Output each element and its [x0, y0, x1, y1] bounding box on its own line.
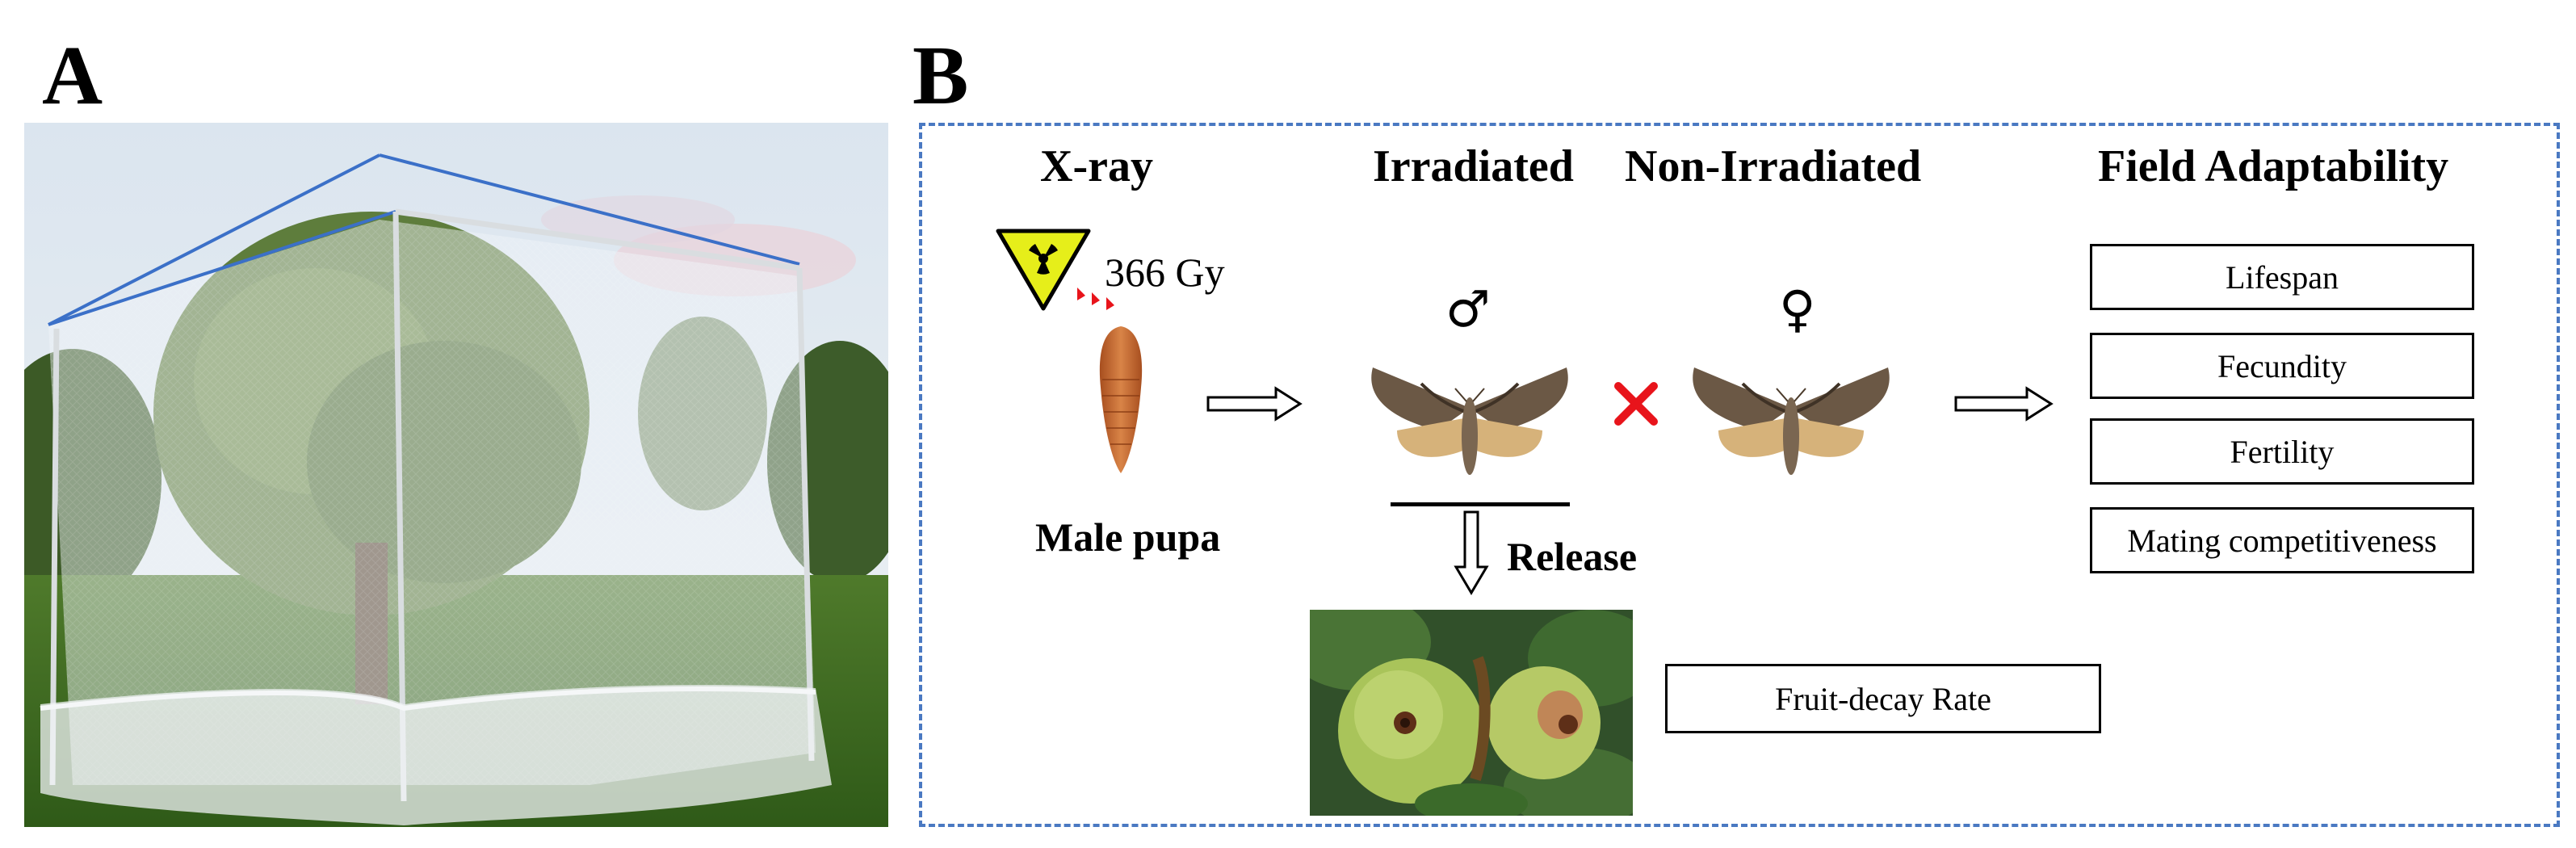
dose-label: 366 Gy [1105, 250, 1225, 295]
arrow-icon [1206, 386, 1303, 426]
cross-icon [1613, 381, 1659, 430]
female-symbol: ♀ [1779, 279, 1816, 338]
radiation-rays-icon [1074, 284, 1131, 321]
moth-icon [1365, 359, 1575, 493]
arrow-down-icon [1454, 510, 1489, 600]
trait-box-fecundity: Fecundity [2090, 333, 2474, 399]
panel-b-frame [919, 123, 2560, 827]
apple-photo [1286, 594, 1657, 828]
trait-box-lifespan: Lifespan [2090, 244, 2474, 310]
xray-header: X-ray [1040, 141, 1153, 191]
release-label: Release [1507, 534, 1638, 579]
non-irradiated-header: Non-Irradiated [1625, 141, 1922, 191]
male-pupa-label: Male pupa [1035, 514, 1221, 560]
orchard-cage-photo [24, 123, 888, 827]
arrow-icon [1954, 386, 2054, 426]
release-divider [1391, 502, 1570, 506]
moth-icon [1686, 359, 1896, 493]
panel-b-letter: B [913, 29, 969, 122]
field-adaptability-header: Field Adaptability [2098, 141, 2449, 191]
fruit-decay-rate-box: Fruit-decay Rate [1665, 664, 2101, 733]
irradiated-header: Irradiated [1373, 141, 1574, 191]
male-symbol: ♂ [1445, 279, 1491, 338]
radiation-icon [995, 228, 1092, 316]
panel-a-letter: A [42, 29, 103, 122]
trait-box-mating-competitiveness: Mating competitiveness [2090, 507, 2474, 573]
pupa-icon [1093, 323, 1149, 481]
trait-box-fertility: Fertility [2090, 418, 2474, 485]
